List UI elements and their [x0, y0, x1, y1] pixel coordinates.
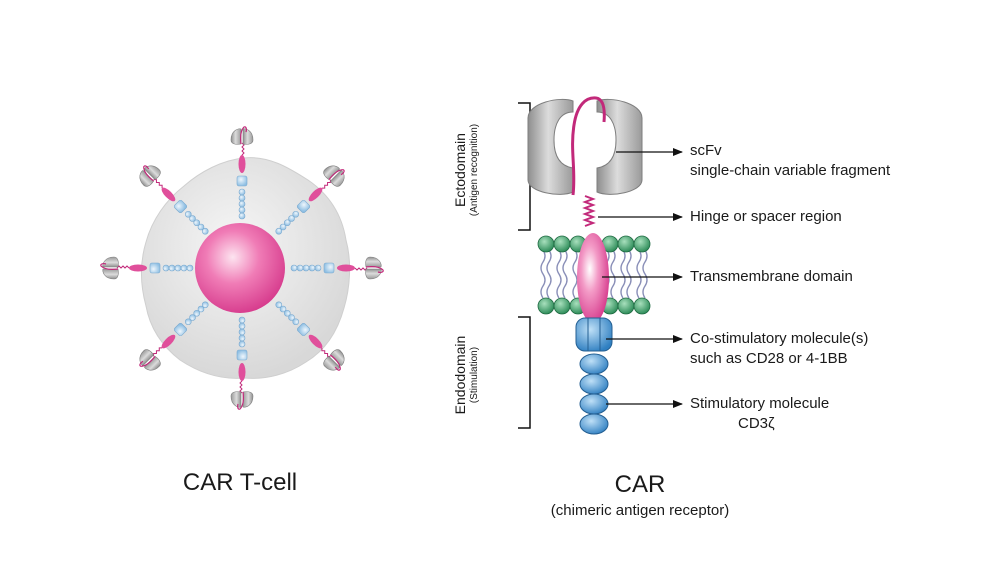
lipid-tail — [626, 249, 632, 299]
t-cell-nucleus — [195, 223, 285, 313]
costim-examples: such as CD28 or 4-1BB — [690, 350, 848, 367]
scfv-label: scFv single-chain variable fragment — [690, 141, 890, 181]
car-receptor — [275, 165, 345, 235]
lipid-head — [617, 297, 635, 315]
stim-name: Stimulatory molecule — [690, 395, 830, 412]
ectodomain-title: Ectodomain — [452, 133, 468, 207]
car-receptor — [275, 301, 345, 371]
stimulatory-domain-cd3z — [579, 353, 609, 435]
right-caption-title: CAR — [614, 471, 666, 498]
car-receptor — [290, 256, 384, 280]
endodomain-bracket — [518, 316, 531, 429]
hinge-label: Hinge or spacer region — [690, 208, 842, 225]
co-stimulatory-domain — [575, 317, 613, 352]
right-caption-subtitle: (chimeric antigen receptor) — [550, 502, 730, 519]
endodomain-title: Endodomain — [452, 335, 468, 415]
lipid-head — [537, 235, 555, 253]
car-receptor — [230, 126, 254, 220]
lipid-tail — [540, 249, 546, 299]
lipid-tail — [572, 249, 578, 299]
left-caption: CAR T-cell — [182, 469, 298, 496]
hinge-spacer — [582, 195, 596, 227]
stim-label: Stimulatory molecule CD3ζ — [690, 394, 829, 434]
ectodomain-subtitle: (Antigen recognition) — [469, 123, 480, 217]
scfv-description: single-chain variable fragment — [690, 162, 891, 179]
car-receptor — [139, 301, 209, 371]
lipid-tail — [636, 249, 642, 299]
lipid-head — [633, 297, 651, 315]
lipid-tail — [562, 249, 568, 299]
lipid-head — [553, 297, 571, 315]
lipid-head — [537, 297, 555, 315]
scfv-domain — [527, 96, 643, 196]
car-structure — [518, 96, 683, 435]
scfv-left-lobe — [527, 98, 574, 195]
lipid-head — [617, 235, 635, 253]
costim-name: Co-stimulatory molecule(s) — [690, 330, 869, 347]
car-receptor — [100, 256, 194, 280]
lipid-tail — [610, 249, 616, 299]
stim-cd3z: CD3ζ — [738, 415, 775, 432]
lipid-tail — [556, 249, 562, 299]
costim-label: Co-stimulatory molecule(s) such as CD28 … — [690, 329, 868, 369]
ectodomain-label: Ectodomain (Antigen recognition) — [452, 105, 492, 235]
cell-surface-receptors — [100, 126, 384, 410]
lipid-tail — [642, 249, 648, 299]
cell-membrane — [537, 235, 651, 315]
endodomain-subtitle: (Stimulation) — [469, 346, 480, 404]
scfv-name: scFv — [690, 142, 722, 159]
lipid-head — [553, 235, 571, 253]
lipid-tail — [546, 249, 552, 299]
car-receptor — [139, 165, 209, 235]
transmembrane-domain — [577, 233, 609, 323]
car-t-cell-illustration — [100, 126, 384, 410]
lipid-tail — [620, 249, 626, 299]
lipid-head — [633, 235, 651, 253]
scfv-right-lobe — [596, 98, 643, 195]
scfv-linker — [571, 96, 606, 196]
endodomain-label: Endodomain (Stimulation) — [452, 315, 492, 435]
car-receptor — [230, 316, 254, 410]
transmembrane-label: Transmembrane domain — [690, 268, 853, 285]
